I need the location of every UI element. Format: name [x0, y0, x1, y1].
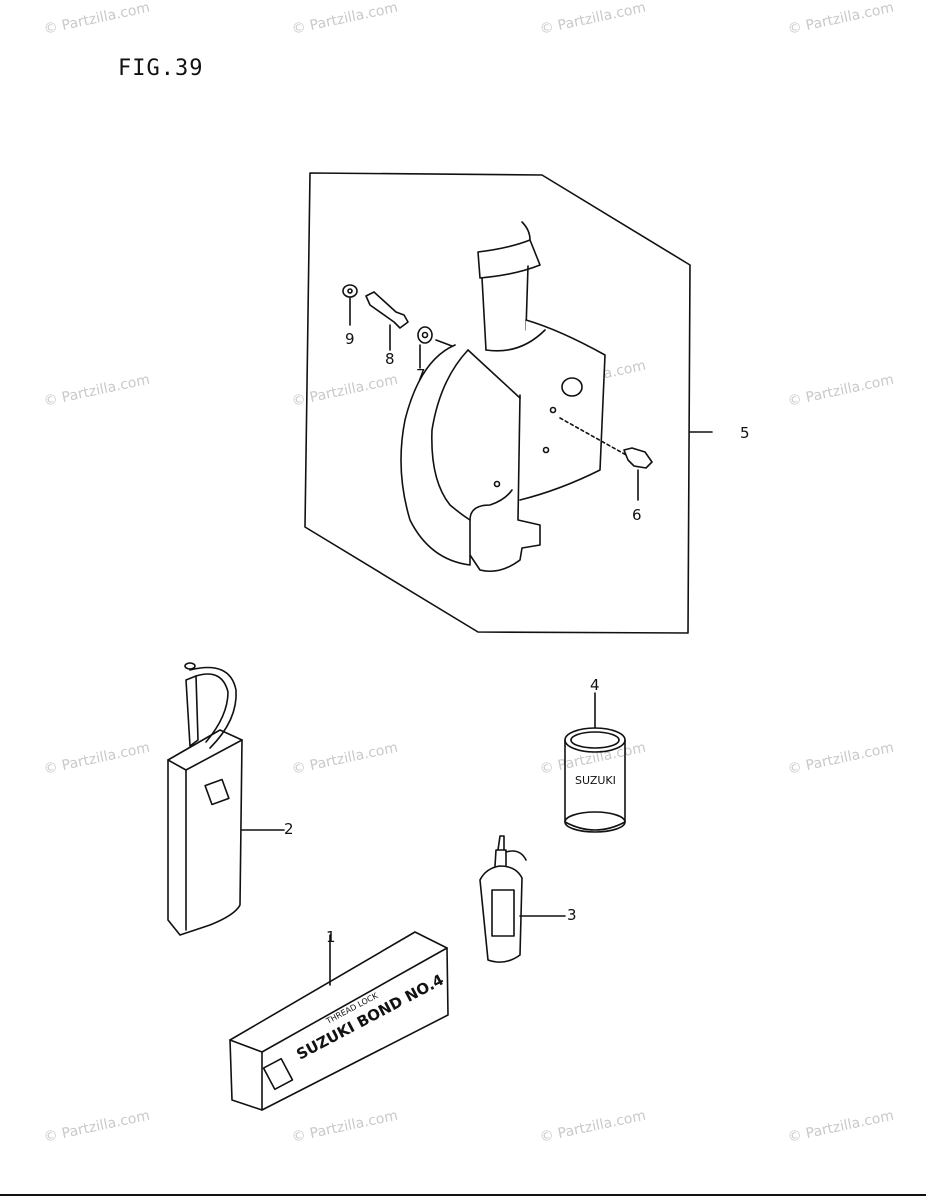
callout-1: 1 [326, 928, 336, 946]
part-5-tank [400, 221, 606, 573]
can-label: SUZUKI [575, 774, 616, 787]
figure-title: FIG.39 [118, 56, 204, 81]
callout-5: 5 [740, 424, 750, 442]
part-1-box [229, 931, 449, 1111]
callout-2: 2 [284, 820, 294, 838]
callout-4: 4 [590, 676, 600, 694]
part-9-washer [342, 284, 358, 298]
part-6-screw [623, 447, 653, 469]
part-7-washer [417, 326, 433, 344]
callout-3: 3 [567, 906, 577, 924]
callout-7: 7 [416, 366, 426, 384]
bottom-rule [0, 1194, 926, 1196]
callout-9: 9 [345, 330, 355, 348]
callout-8: 8 [385, 350, 395, 368]
part-2-container [167, 662, 243, 936]
part-3-bottle [479, 835, 527, 963]
part-8-bolt [365, 291, 409, 329]
callout-6: 6 [632, 506, 642, 524]
assembly-outline [304, 172, 691, 634]
